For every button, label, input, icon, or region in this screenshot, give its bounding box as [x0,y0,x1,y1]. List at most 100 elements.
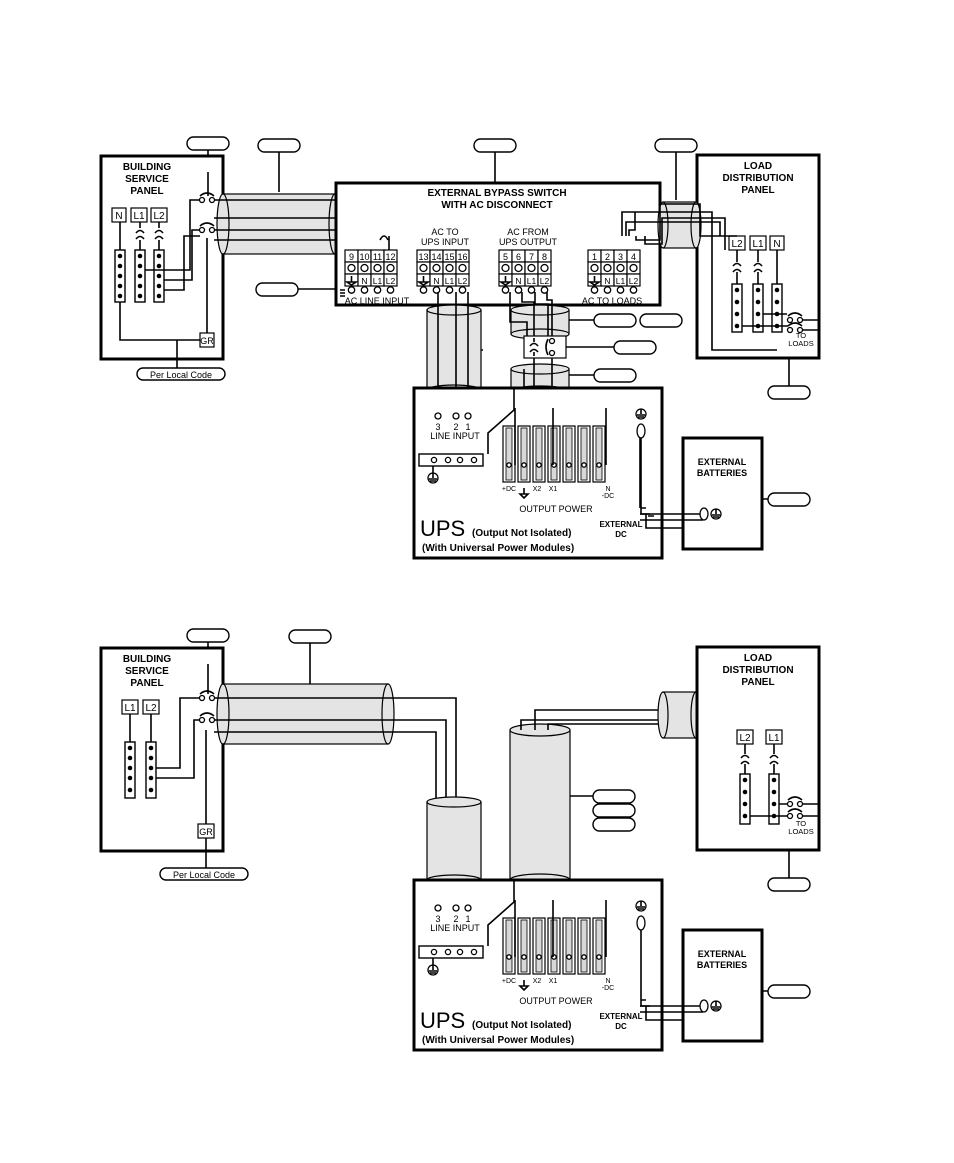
per-local-code-tag [159,867,249,881]
terminal-letter: L1 [616,276,626,286]
breaker-label: L1 [768,733,780,744]
breaker-label: N [115,211,122,222]
terminal-letter: N [433,276,439,286]
terminal-number: 11 [373,252,382,262]
output-terminal-label: -DC [602,985,614,992]
battery-title: BATTERIES [697,960,747,970]
fuse-icon [732,250,742,284]
load-distribution-panel: LOAD DISTRIBUTION PANEL L2 L1 TO LOADS [695,645,821,852]
panel-title-line: SERVICE [125,174,169,185]
output-terminal-label: +DC [502,978,516,985]
conduit [222,193,336,255]
external-dc-label: DC [615,1022,627,1031]
callout-pill [473,138,517,153]
ground-symbol-icon [587,276,602,286]
terminal-number: 2 [605,252,610,262]
battery-box [681,436,764,551]
fuse-icon [753,250,763,284]
terminal-letter-cell [537,273,552,287]
terminal-screw-icon [434,412,442,420]
output-terminal-label: X2 [533,486,542,493]
terminal-number: 13 [418,252,428,262]
panel-title-line: BUILDING [123,654,172,665]
fuse-icon [529,338,539,356]
bus-dots [127,745,154,793]
callout-pill [593,313,637,328]
terminal-letter: L1 [527,276,537,286]
breaker-label: L2 [731,239,743,250]
callout-pill [592,803,636,818]
ground-symbol-icon [344,276,359,286]
terminal-letter: L2 [540,276,550,286]
terminal-number: 5 [503,252,508,262]
callout-pill [186,628,230,643]
bypass-title-line: WITH AC DISCONNECT [441,200,552,211]
ground-symbol-icon [498,276,513,286]
breaker-label: N [773,239,780,250]
diagram-2: BUILDING SERVICE PANEL L1 L2 GR Per Loca… [99,628,821,1052]
connector-icon [699,507,709,521]
breaker-icon [786,326,794,334]
terminal-number: 6 [516,252,521,262]
breaker-icon [786,316,794,324]
to-loads-label: LOADS [788,339,813,348]
panel-title-line: DISTRIBUTION [722,173,793,184]
panel-title-line: LOAD [744,161,772,172]
ground-label: GR [199,827,213,837]
output-terminal-label: +DC [502,486,516,493]
output-terminal-label: -DC [602,493,614,500]
connector-icon [636,915,646,931]
terminal-number: 15 [444,252,454,262]
terminal-screw-icon [464,904,472,912]
line-input-number: 1 [465,422,470,432]
group-label: UPS OUTPUT [499,237,558,247]
building-service-panel: BUILDING SERVICE PANEL L1 L2 GR Per Loca… [99,646,249,881]
terminal-letter: L2 [386,276,396,286]
bus-dots [117,253,162,299]
external-bypass-switch: EXTERNAL BYPASS SWITCH WITH AC DISCONNEC… [334,181,662,307]
breaker-icon [786,812,794,820]
output-terminal-label: X2 [533,978,542,985]
terminal-letter: L1 [445,276,455,286]
terminal-number: 3 [618,252,623,262]
terminal-number: 8 [542,252,547,262]
ups-subtitle: (With Universal Power Modules) [422,543,574,554]
to-loads-label: TO [796,819,806,828]
group-label: AC LINE INPUT [345,296,410,306]
to-loads-label: TO [796,331,806,340]
ground-arrow-icon [518,488,530,500]
panel-title-line: SERVICE [125,666,169,677]
callout-pill [257,138,301,153]
fuse-icon [154,222,164,250]
fuse-icon [740,744,750,774]
terminal-number: 12 [385,252,395,262]
external-dc-label: EXTERNAL [599,520,642,529]
line-input-number: 3 [435,422,440,432]
group-label: UPS INPUT [421,237,470,247]
breaker-icon [198,694,206,702]
breaker-label: L2 [153,211,165,222]
ground-label: GR [200,336,214,346]
terminal-letter-cell [626,273,641,287]
per-local-code-label: Per Local Code [150,370,212,380]
terminal-letter-cell [455,273,470,287]
external-dc-label: DC [615,530,627,539]
bus-dots [742,777,777,819]
terminal-letter: N [604,276,610,286]
terminal-screw-icon [452,904,460,912]
building-service-panel: BUILDING SERVICE PANEL N L1 L2 GR Per Lo… [99,154,226,381]
ups-subtitle: (With Universal Power Modules) [422,1035,574,1046]
to-loads-label: LOADS [788,827,813,836]
callout-pill [767,385,811,400]
connector-icon [699,999,709,1013]
output-terminal-label: N [605,978,610,985]
ground-symbol-icon [710,1000,722,1012]
terminal-screw-icon [452,412,460,420]
callout-pill [654,138,698,153]
per-local-code-label: Per Local Code [173,870,235,880]
